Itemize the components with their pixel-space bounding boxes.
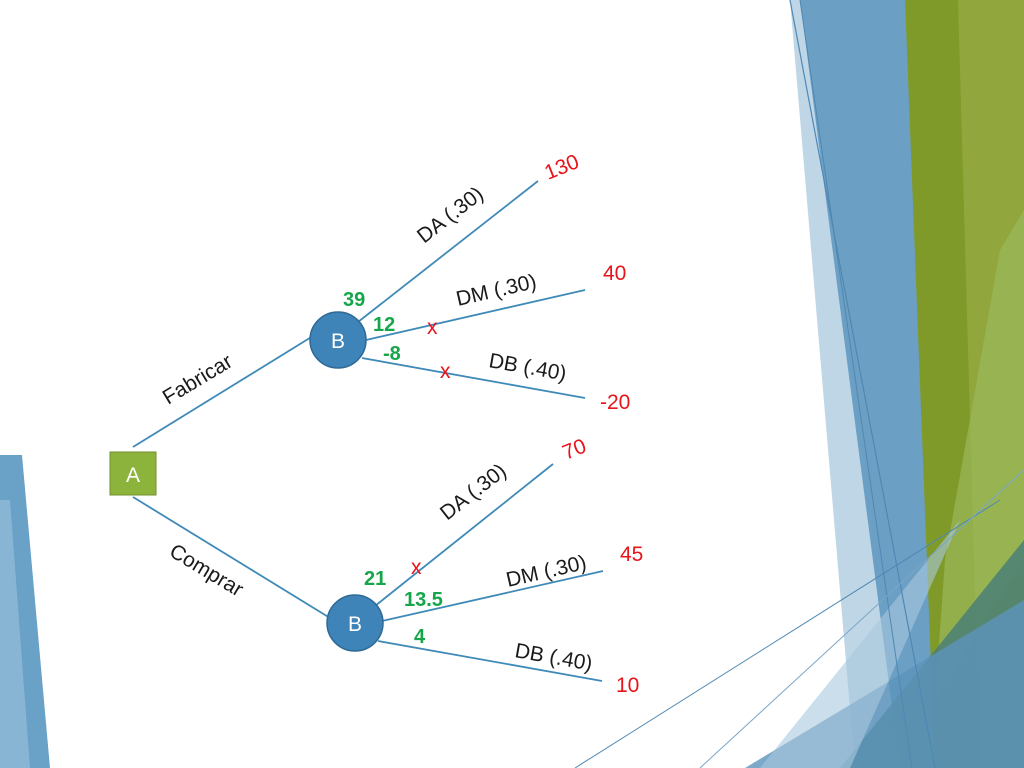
decision-node-square — [109, 451, 157, 496]
decor-thin-line-4 — [699, 469, 1024, 768]
discard-mark-comprar-da: x — [411, 556, 422, 579]
outcome-line-comprar-da — [374, 463, 554, 607]
left-decor — [0, 455, 50, 768]
outcome-line-fabricar-da — [357, 180, 539, 323]
decision-node-label: A — [126, 464, 140, 487]
payoff-comprar-da: 70 — [559, 435, 589, 465]
decision-node-a: A — [109, 451, 157, 496]
payoff-fabricar-da: 130 — [541, 150, 582, 184]
right-decor — [574, 0, 1024, 768]
outcome-label-comprar-da: DA (.30) — [436, 459, 511, 525]
expected-value-fabricar: 39 — [343, 289, 365, 311]
decor-thin-line-3 — [574, 499, 1001, 768]
tree-branches — [132, 180, 604, 682]
chance-node-comprar: B — [326, 594, 384, 652]
branch-line-fabricar — [132, 335, 314, 448]
outcome-label-comprar-db: DB (.40) — [513, 639, 594, 675]
branch-label-comprar: Comprar — [165, 540, 247, 602]
outcome-label-comprar-dm: DM (.30) — [504, 551, 589, 592]
chance-node-label: B — [348, 613, 362, 636]
payoff-comprar-db: 10 — [616, 674, 639, 697]
chance-node-circle — [309, 311, 367, 369]
chance-node-fabricar: B — [309, 311, 367, 369]
chance-node-label: B — [331, 330, 345, 353]
decor-thin-line-2 — [799, 0, 913, 768]
discard-mark-fabricar-dm: x — [427, 316, 438, 339]
decor-thin-line-1 — [789, 0, 936, 768]
chance-node-circle — [326, 594, 384, 652]
payoff-fabricar-db: -20 — [600, 391, 630, 414]
outcome-line-comprar-db — [377, 640, 603, 682]
branch-label-fabricar: Fabricar — [159, 350, 237, 409]
weighted-value-fabricar-dm: 12 — [373, 314, 395, 336]
weighted-value-comprar-db: 4 — [414, 626, 426, 648]
payoff-comprar-dm: 45 — [620, 543, 643, 566]
outcome-line-fabricar-dm — [365, 289, 586, 341]
branch-line-comprar — [132, 496, 331, 619]
left-light-strip — [0, 500, 30, 768]
expected-value-comprar: 21 — [364, 568, 386, 590]
outcome-label-fabricar-da: DA (.30) — [413, 182, 488, 248]
discard-mark-fabricar-db: x — [440, 360, 451, 383]
outcome-label-fabricar-db: DB (.40) — [487, 349, 568, 385]
weighted-value-fabricar-db: -8 — [383, 343, 401, 365]
outcome-line-fabricar-db — [361, 357, 586, 399]
outcome-line-comprar-dm — [381, 570, 604, 622]
outcome-label-fabricar-dm: DM (.30) — [454, 270, 539, 311]
bottom-light-panel — [760, 520, 960, 768]
weighted-value-comprar-dm: 13.5 — [404, 589, 443, 611]
payoff-fabricar-dm: 40 — [603, 262, 626, 285]
